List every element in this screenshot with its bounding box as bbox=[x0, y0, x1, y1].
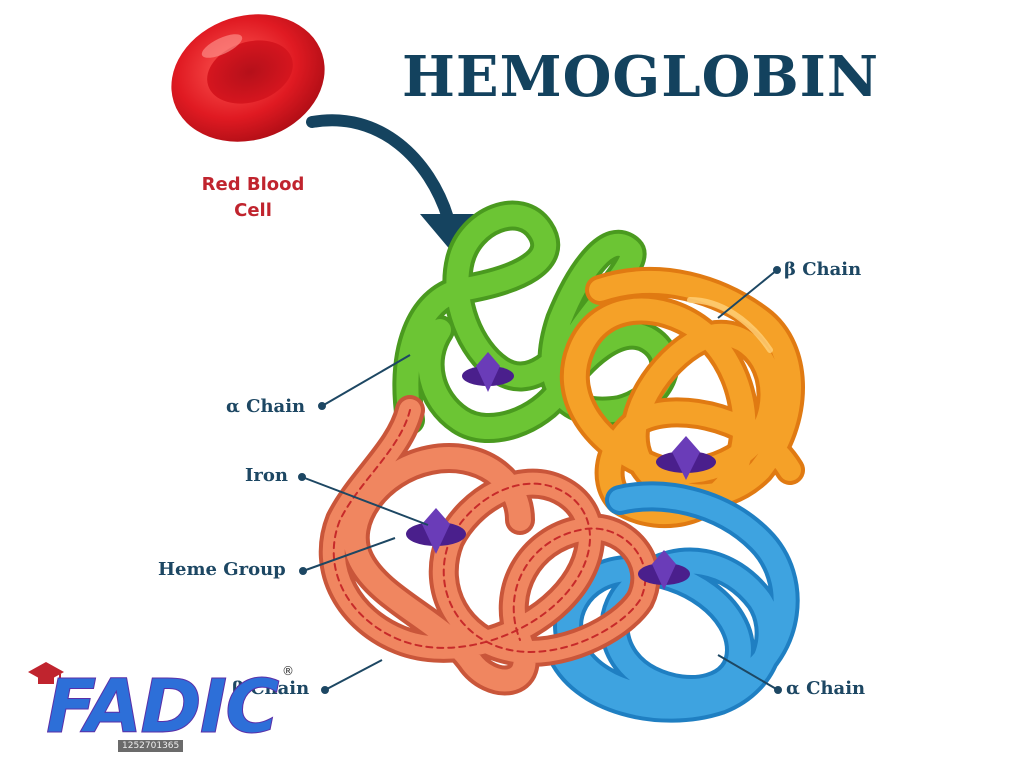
heme-group-blue bbox=[638, 550, 690, 590]
heme-group-salmon bbox=[406, 508, 466, 554]
alpha-chain-bottom bbox=[545, 481, 800, 723]
beta-chain-bottom-label: β Chain bbox=[232, 678, 310, 699]
heme-group-green bbox=[462, 352, 514, 392]
red-blood-cell bbox=[171, 14, 325, 142]
heme-group-label: Heme Group bbox=[158, 559, 286, 580]
alpha-chain-left-label: α Chain bbox=[226, 396, 306, 417]
heme-group-orange bbox=[656, 436, 716, 480]
page-title: HEMOGLOBIN bbox=[402, 44, 880, 110]
registered-mark: ® bbox=[282, 664, 294, 678]
red-blood-cell-label-line1: Red Blood bbox=[201, 174, 305, 195]
beta-chain-bottom bbox=[318, 395, 661, 696]
fadic-logo: FADIC bbox=[30, 660, 310, 760]
alpha-chain-bottom-label: α Chain bbox=[786, 678, 866, 699]
fadic-logo-text: FADIC bbox=[46, 664, 281, 751]
alpha-chain-top bbox=[392, 200, 680, 443]
curved-arrow bbox=[306, 114, 474, 252]
leader-lines bbox=[298, 266, 782, 694]
graduation-cap-icon bbox=[28, 662, 64, 688]
red-blood-cell-label-line2: Cell bbox=[234, 200, 272, 221]
stock-image-id: 1252701365 bbox=[118, 740, 184, 752]
beta-chain-top-label: β Chain bbox=[784, 259, 862, 280]
red-blood-cell-label: Red Blood Cell bbox=[188, 172, 318, 224]
iron-label: Iron bbox=[245, 465, 288, 486]
